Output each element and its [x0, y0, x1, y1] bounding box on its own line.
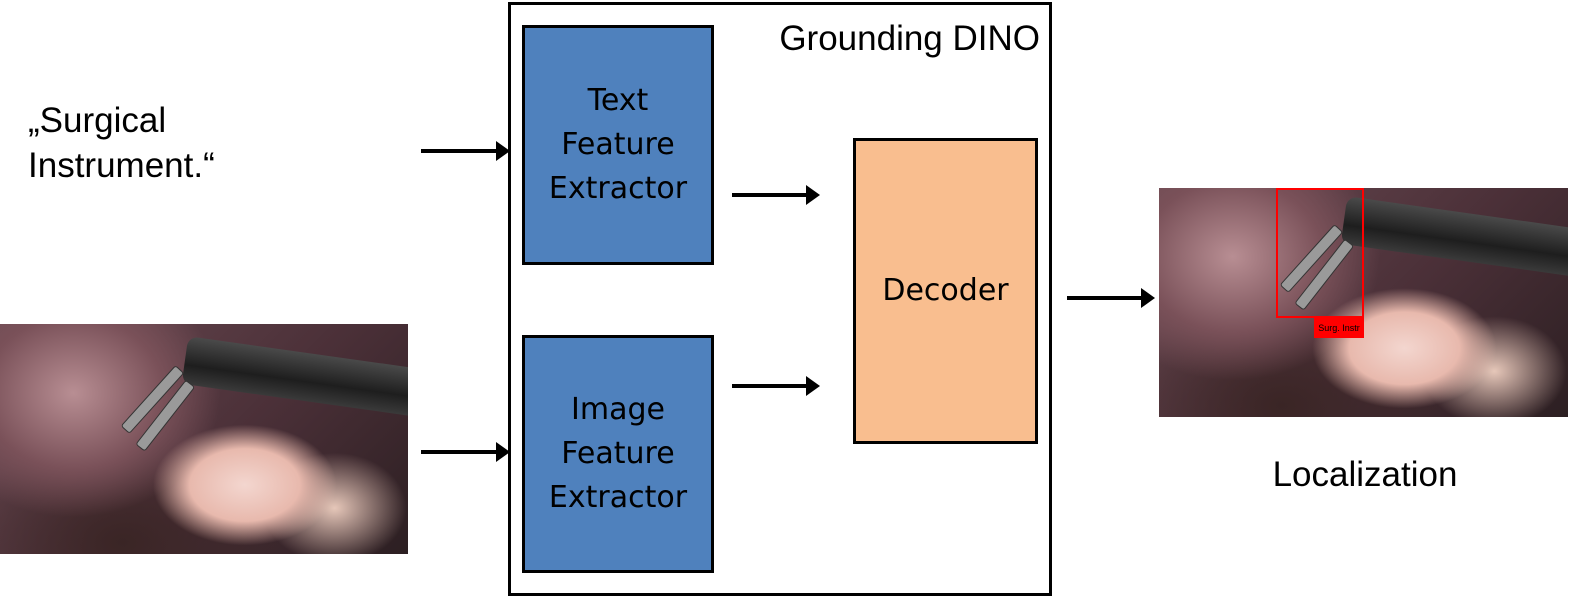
image-feature-extractor: Image Feature Extractor [522, 335, 714, 573]
arrowhead [496, 442, 510, 462]
arrowhead [806, 376, 820, 396]
text-feature-extractor-line-1: Text [587, 83, 649, 118]
image-feature-extractor-label: Image Feature Extractor [549, 388, 687, 520]
detection-bounding-box [1276, 188, 1364, 318]
grounding-dino-container [508, 2, 1052, 596]
text-prompt: „Surgical Instrument.“ [28, 98, 388, 188]
detection-label: Surg. Instr [1314, 318, 1364, 338]
arrowhead [496, 141, 510, 161]
output-surgical-image: Surg. Instr [1159, 188, 1568, 417]
arrowhead [806, 185, 820, 205]
text-prompt-line-2: Instrument.“ [28, 146, 215, 185]
arrowhead [1141, 288, 1155, 308]
image-feature-extractor-line-3: Extractor [548, 480, 688, 515]
decoder-block: Decoder [853, 138, 1038, 444]
decoder-label: Decoder [882, 273, 1009, 308]
localization-caption: Localization [1272, 455, 1458, 494]
image-feature-extractor-line-1: Image [571, 392, 665, 427]
text-feature-extractor-label: Text Feature Extractor [549, 79, 687, 211]
input-surgical-image [0, 324, 408, 554]
text-feature-extractor-line-3: Extractor [548, 171, 688, 206]
text-feature-extractor: Text Feature Extractor [522, 25, 714, 265]
image-feature-extractor-line-2: Feature [561, 436, 675, 471]
text-feature-extractor-line-2: Feature [561, 127, 675, 162]
text-prompt-line-1: „Surgical [28, 101, 167, 140]
grounding-dino-title: Grounding DINO [779, 19, 1040, 58]
